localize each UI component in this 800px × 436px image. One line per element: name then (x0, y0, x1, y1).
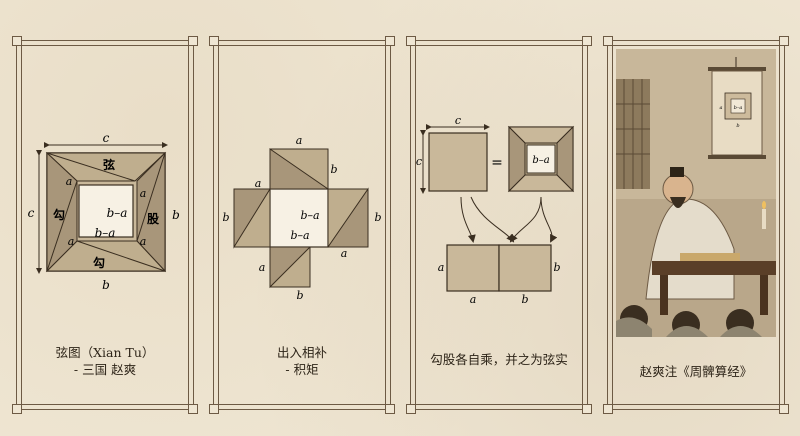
label-gou-bottom: 勾 (93, 255, 105, 270)
label-c-top: c (103, 131, 110, 145)
caption-painting: 赵爽注《周髀算经》 (608, 363, 784, 380)
chu-ru-diagram: a b a b b–a b–a b a a b (222, 134, 381, 302)
label-a-1: a (66, 175, 73, 188)
label-b-right: b (553, 261, 560, 274)
label-c-left: c (28, 206, 35, 220)
panel-painting: b–a a b (603, 36, 789, 414)
caption-line-1: 弦图（Xian Tu） (55, 345, 155, 360)
label-a-3: a (140, 235, 147, 248)
caption-xian-tu: 弦图（Xian Tu） - 三国 赵爽 (17, 344, 193, 378)
caption-line-1: 赵爽注《周髀算经》 (639, 364, 753, 379)
equals-sign: = (491, 155, 503, 171)
label-bma: b–a (532, 155, 549, 166)
caption-line-1: 勾股各自乘，并之为弦实 (430, 352, 568, 367)
label-gu: 股 (147, 211, 160, 226)
caption-line-1: 出入相补 (276, 345, 327, 360)
label-a-left: a (438, 261, 445, 274)
label-a-left: a (255, 177, 262, 190)
label-a-right: a (341, 247, 348, 260)
label-bma-1: b–a (107, 206, 128, 220)
gou-gu-diagram: c c = b–a a a b b (416, 114, 575, 306)
label-a-bottom: a (470, 293, 477, 306)
caption-line-2: - 积矩 (285, 362, 319, 377)
label-b-bottom: b (521, 293, 528, 306)
label-a-2: a (140, 187, 147, 200)
scholar-painting: b–a a b (616, 49, 776, 337)
scholar-scene: b–a a b (616, 49, 776, 337)
label-bma-2: b–a (95, 226, 116, 240)
label-a-top: a (296, 134, 303, 147)
label-b-left: b (222, 211, 229, 224)
label-b-right: b (172, 208, 180, 222)
label-gou-left: 勾 (53, 207, 65, 222)
caption-chu-ru: 出入相补 - 积矩 (214, 344, 390, 378)
caption-gou-gu: 勾股各自乘，并之为弦实 (411, 351, 587, 368)
label-b-bottom: b (296, 289, 303, 302)
scroll-label-a: a (720, 105, 723, 111)
panel-gou-gu: c c = b–a a a b b 勾股各自乘，并之为弦实 (406, 36, 592, 414)
xian-tu-diagram: c c 弦 勾 股 勾 b–a b–a a a a a b b (28, 131, 180, 292)
scroll-label-b: b (736, 123, 739, 129)
label-c-left: c (416, 155, 422, 168)
label-c-top: c (455, 114, 461, 127)
scroll-label-bma: b–a (734, 105, 743, 111)
label-b-right: b (374, 211, 381, 224)
label-b-bottom: b (102, 278, 110, 292)
caption-line-2: - 三国 赵爽 (73, 362, 137, 377)
panel-chu-ru-xiang-bu: a b a b b–a b–a b a a b 出入相补 - 积矩 (209, 36, 395, 414)
label-bma-2: b–a (290, 229, 309, 242)
label-xian: 弦 (103, 157, 115, 172)
label-a-4: a (68, 235, 75, 248)
label-b-top: b (330, 163, 337, 176)
label-bma-1: b–a (300, 209, 319, 222)
panel-xian-tu: c c 弦 勾 股 勾 b–a b–a a a a a b b 弦图（Xian … (12, 36, 198, 414)
label-a-bottom: a (259, 261, 266, 274)
